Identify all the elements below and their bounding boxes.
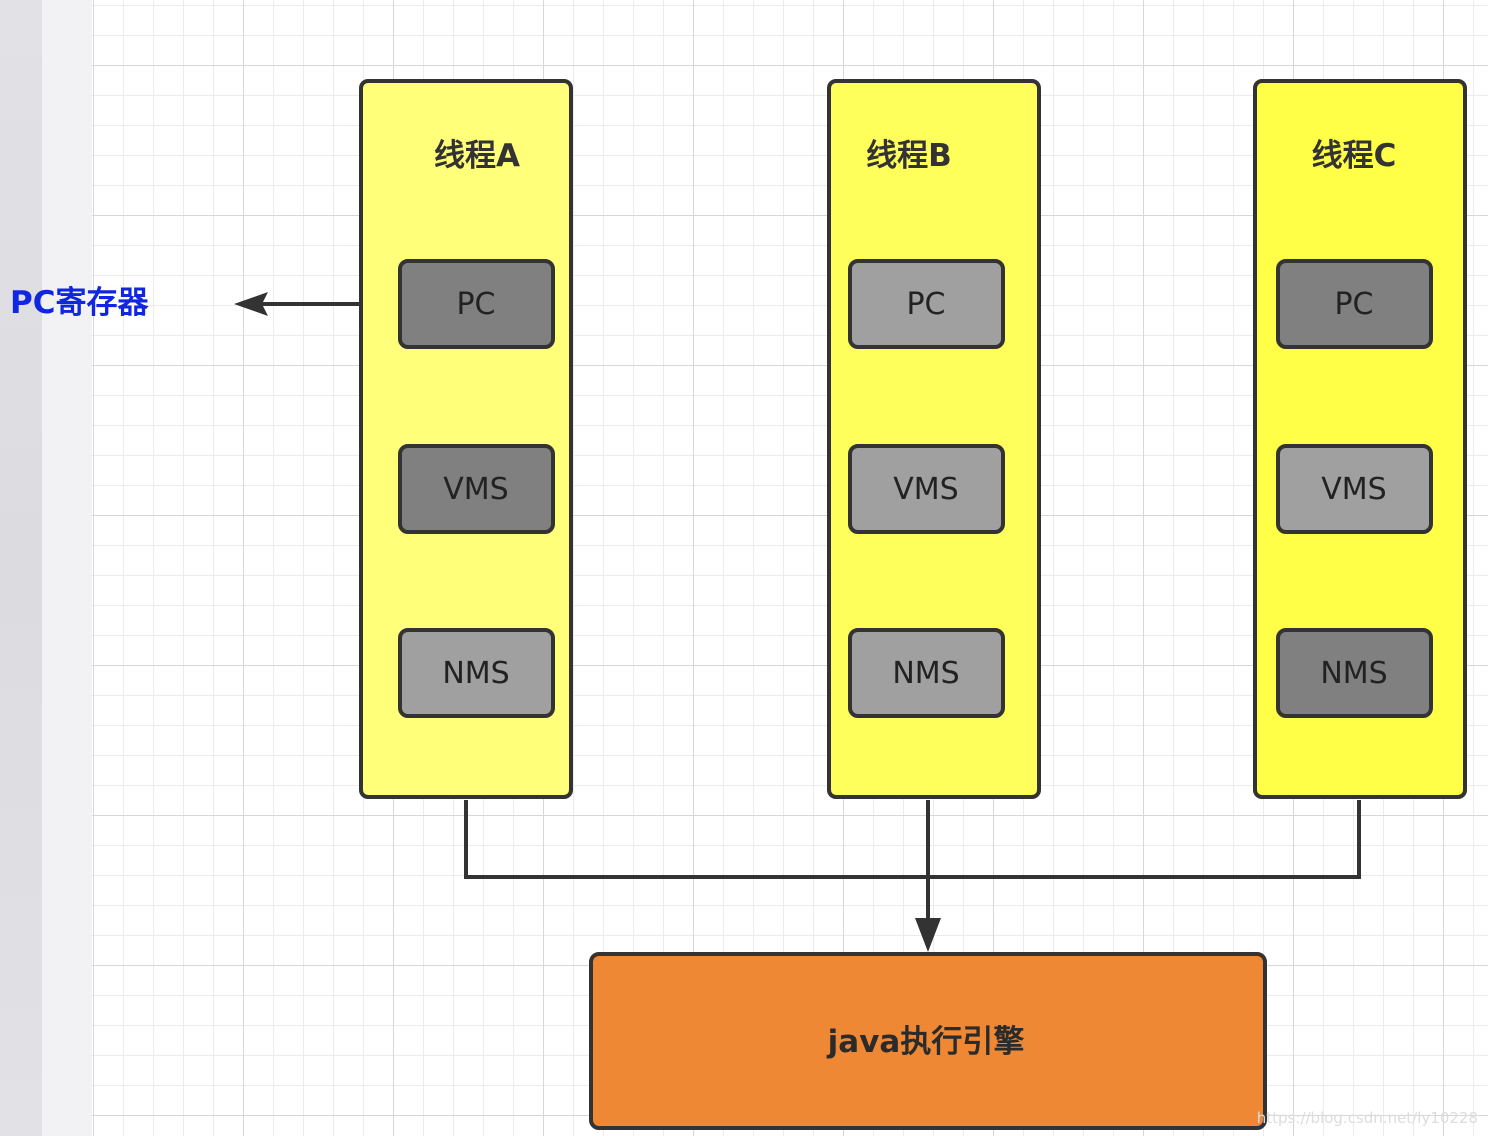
thread-a-title: 线程A: [434, 138, 520, 174]
thread-a-vms-block[interactable]: [398, 444, 555, 534]
connector-lines: [464, 800, 1361, 952]
thread-b[interactable]: 线程B PC VMS NMS: [827, 79, 1041, 799]
thread-c[interactable]: 线程C PC VMS NMS: [1253, 79, 1467, 799]
thread-a-vms-label: VMS: [443, 472, 508, 507]
left-panel-strip: [0, 0, 42, 1136]
thread-b-pc-label: PC: [906, 287, 945, 322]
thread-b-vms-label: VMS: [893, 472, 958, 507]
thread-b-pc-block[interactable]: [848, 259, 1005, 349]
java-engine-box[interactable]: [589, 952, 1267, 1130]
watermark-text: https://blog.csdn.net/ly10228: [1257, 1109, 1478, 1127]
thread-a-pc-block[interactable]: [398, 259, 555, 349]
thread-b-title: 线程B: [866, 138, 952, 174]
thread-c-nms-label: NMS: [1320, 656, 1387, 691]
thread-b-nms-block[interactable]: [848, 628, 1005, 718]
java-engine-label: java执行引擎: [826, 1024, 1025, 1060]
engine-arrowhead: [915, 918, 941, 952]
thread-a[interactable]: 线程A PC VMS NMS: [359, 79, 573, 799]
thread-c-nms-block[interactable]: [1276, 628, 1433, 718]
thread-c-title: 线程C: [1312, 138, 1397, 174]
thread-c-vms-label: VMS: [1321, 472, 1386, 507]
thread-c-pc-label: PC: [1334, 287, 1373, 322]
thread-c-vms-block[interactable]: [1276, 444, 1433, 534]
thread-bus-connector: [464, 800, 1361, 879]
thread-a-nms-label: NMS: [442, 656, 509, 691]
thread-a-nms-block[interactable]: [398, 628, 555, 718]
thread-a-pc-label: PC: [456, 287, 495, 322]
java-engine[interactable]: java执行引擎: [589, 952, 1267, 1130]
pc-register-label: PC寄存器: [10, 285, 149, 321]
pc-register-arrowhead: [234, 292, 268, 316]
thread-b-nms-label: NMS: [892, 656, 959, 691]
thread-b-vms-block[interactable]: [848, 444, 1005, 534]
thread-c-pc-block[interactable]: [1276, 259, 1433, 349]
